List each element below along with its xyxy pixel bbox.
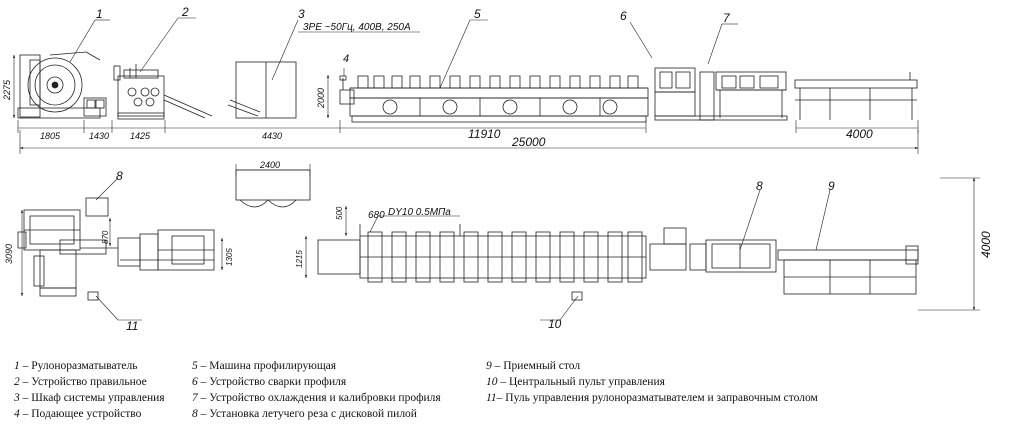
plan-stands bbox=[367, 231, 643, 283]
control-cabinet-elevation bbox=[227, 61, 297, 119]
legend-text: Подающее устройство bbox=[31, 408, 142, 420]
callout-4: 4 bbox=[343, 53, 349, 65]
dim-seg-3: 1425 bbox=[130, 131, 151, 141]
legend-item-7: 7 – Устройство охлаждения и калибровки п… bbox=[192, 392, 441, 404]
dim-height-left-plan: 3090 bbox=[4, 244, 14, 264]
dim-total: 25000 bbox=[511, 135, 546, 149]
legend-num: 8 – bbox=[192, 408, 207, 420]
callout-8-top: 8 bbox=[116, 169, 123, 183]
welding-cooling-plan bbox=[649, 227, 777, 273]
dim-seg-4: 4430 bbox=[262, 131, 282, 141]
plan-labels: 8 8 9 10 11 680 DY10 0.5МПа 3090 870 130… bbox=[4, 160, 993, 333]
legend-item-3: 3 – Шкаф системы управления bbox=[14, 392, 165, 404]
legend-text: Пуль управления рулоноразматывателем и з… bbox=[505, 392, 818, 404]
receiving-table-plan bbox=[777, 245, 919, 295]
legend-text: Устройство правильное bbox=[31, 376, 147, 388]
legend-num: 10 – bbox=[486, 376, 507, 388]
dim-2400: 2400 bbox=[259, 160, 280, 170]
elevation-labels: 1 2 3 3PE ~50Гц, 400В, 250А 4 5 6 7 2275… bbox=[2, 5, 873, 149]
legend-num: 7 – bbox=[192, 392, 207, 404]
receiving-table-elevation bbox=[794, 72, 918, 120]
dim-height-mid-top: 2000 bbox=[316, 88, 326, 109]
elevation-leaders bbox=[69, 17, 738, 89]
straightener-elevation bbox=[113, 64, 213, 120]
plan-dimensions bbox=[20, 164, 980, 311]
plan-view bbox=[17, 169, 919, 301]
roll-stands bbox=[357, 75, 639, 89]
dim-1305: 1305 bbox=[225, 248, 234, 266]
callout-1: 1 bbox=[96, 7, 103, 21]
legend-num: 9 – bbox=[486, 360, 501, 372]
roll-forming-plan bbox=[317, 224, 647, 283]
console-10-icon bbox=[571, 291, 583, 301]
legend-item-1: 1 – Рулоноразматыватель bbox=[14, 360, 137, 372]
dim-seg-6: 4000 bbox=[846, 127, 873, 141]
dim-seg-5: 11910 bbox=[468, 127, 501, 141]
air-note: DY10 0.5МПа bbox=[388, 207, 451, 218]
legend-text: Шкаф системы управления bbox=[31, 392, 165, 404]
dim-870: 870 bbox=[101, 230, 110, 244]
dim-seg-1: 1805 bbox=[40, 131, 61, 141]
flying-saw-icon bbox=[85, 197, 109, 217]
callout-9: 9 bbox=[828, 179, 835, 193]
console-11-icon bbox=[87, 291, 99, 301]
legend-item-6: 6 – Устройство сварки профиля bbox=[192, 376, 346, 388]
legend-text: Машина профилирующая bbox=[209, 360, 337, 372]
dim-height-right-plan: 4000 bbox=[979, 231, 993, 258]
drive-motors bbox=[382, 99, 618, 115]
legend-num: 2 – bbox=[14, 376, 29, 388]
legend-num: 3 – bbox=[14, 392, 29, 404]
legend-item-5: 5 – Машина профилирующая bbox=[192, 360, 336, 372]
legend-item-4: 4 – Подающее устройство bbox=[14, 408, 141, 420]
callout-11: 11 bbox=[126, 319, 138, 333]
legend-text: Рулоноразматыватель bbox=[31, 360, 138, 372]
legend-item-2: 2 – Устройство правильное bbox=[14, 376, 147, 388]
callout-5: 5 bbox=[474, 7, 481, 21]
callout-8: 8 bbox=[756, 179, 763, 193]
power-note: 3PE ~50Гц, 400В, 250А bbox=[303, 22, 411, 33]
callout-10: 10 bbox=[548, 317, 562, 331]
legend-num: 6 – bbox=[192, 376, 207, 388]
callout-2: 2 bbox=[181, 5, 189, 19]
welding-cooling-elevation bbox=[654, 67, 788, 121]
roll-forming-elevation bbox=[339, 75, 649, 123]
legend-text: Приемный стол bbox=[503, 360, 581, 372]
callout-6: 6 bbox=[620, 9, 627, 23]
air-code: 680 bbox=[368, 210, 385, 221]
legend-text: Устройство охлаждения и калибровки профи… bbox=[209, 392, 441, 404]
callout-7: 7 bbox=[723, 11, 731, 25]
dim-seg-2: 1430 bbox=[89, 131, 109, 141]
callout-3: 3 bbox=[298, 7, 305, 21]
legend-text: Центральный пульт управления bbox=[509, 376, 665, 388]
elevation-view bbox=[17, 51, 918, 123]
legend-text: Устройство сварки профиля bbox=[209, 376, 347, 388]
legend-num: 11– bbox=[486, 392, 503, 404]
elevation-dimensions bbox=[12, 54, 919, 154]
legend-item-10: 10 – Центральный пульт управления bbox=[486, 376, 665, 388]
plan-leaders bbox=[95, 177, 831, 321]
dim-500: 500 bbox=[335, 206, 344, 220]
decoiler-elevation bbox=[17, 51, 107, 119]
legend-item-9: 9 – Приемный стол bbox=[486, 360, 580, 372]
dim-1215: 1215 bbox=[295, 250, 304, 268]
legend-item-8: 8 – Установка летучего реза с дисковой п… bbox=[192, 408, 417, 420]
legend-num: 1 – bbox=[14, 360, 29, 372]
legend-num: 5 – bbox=[192, 360, 207, 372]
legend-item-11: 11– Пуль управления рулоноразматывателем… bbox=[486, 392, 818, 404]
legend-text: Установка летучего реза с дисковой пилой bbox=[209, 408, 417, 420]
dim-height-left-top: 2275 bbox=[2, 79, 12, 101]
legend-num: 4 – bbox=[14, 408, 29, 420]
straightener-plan bbox=[117, 229, 215, 271]
